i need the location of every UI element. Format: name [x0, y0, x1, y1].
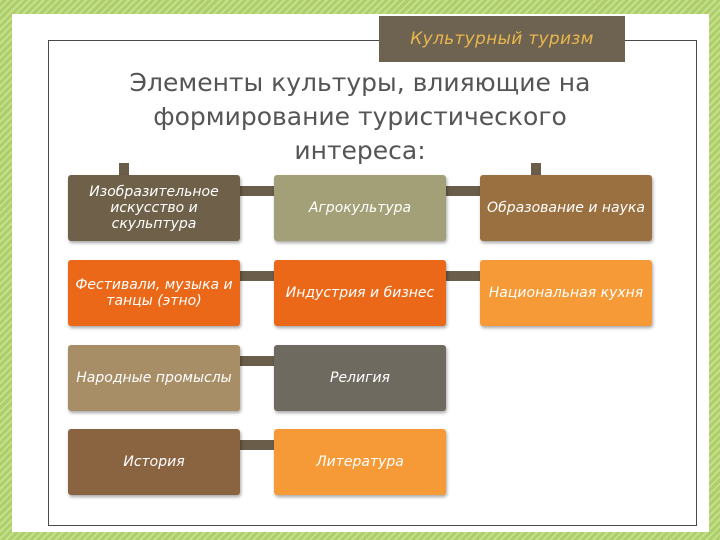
section-banner: Культурный туризм: [379, 16, 625, 62]
box-religion: Религия: [274, 345, 446, 411]
connector: [446, 186, 480, 196]
box-agroculture: Агрокультура: [274, 175, 446, 241]
box-education: Образование и наука: [480, 175, 652, 241]
box-fine-arts: Изобразительное искусство и скульптура: [68, 175, 240, 241]
box-literature: Литература: [274, 429, 446, 495]
box-history: История: [68, 429, 240, 495]
slide-frame: [48, 40, 697, 526]
box-cuisine: Национальная кухня: [480, 260, 652, 326]
connector: [531, 163, 541, 175]
connector: [240, 440, 274, 450]
connector: [240, 356, 274, 366]
connector: [240, 186, 274, 196]
connector: [119, 163, 129, 175]
box-industry: Индустрия и бизнес: [274, 260, 446, 326]
connector: [446, 271, 480, 281]
box-crafts: Народные промыслы: [68, 345, 240, 411]
connector: [240, 271, 274, 281]
slide-title: Элементы культуры, влияющие на формирова…: [129, 68, 591, 165]
box-festivals: Фестивали, музыка и танцы (этно): [68, 260, 240, 326]
